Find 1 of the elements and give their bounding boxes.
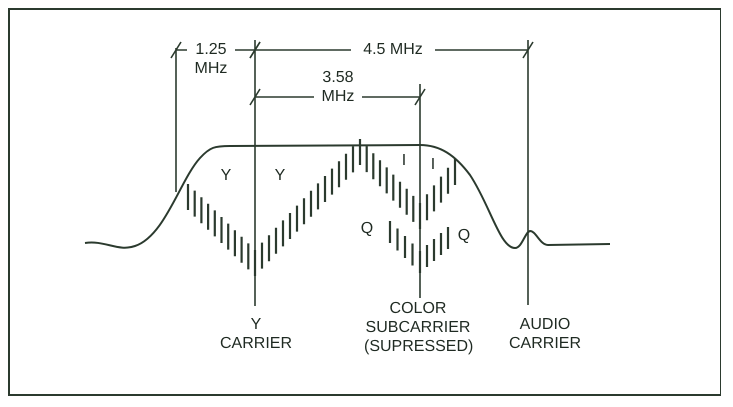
carrier-label: COLOR SUBCARRIER (SUPRESSED) <box>362 299 474 357</box>
